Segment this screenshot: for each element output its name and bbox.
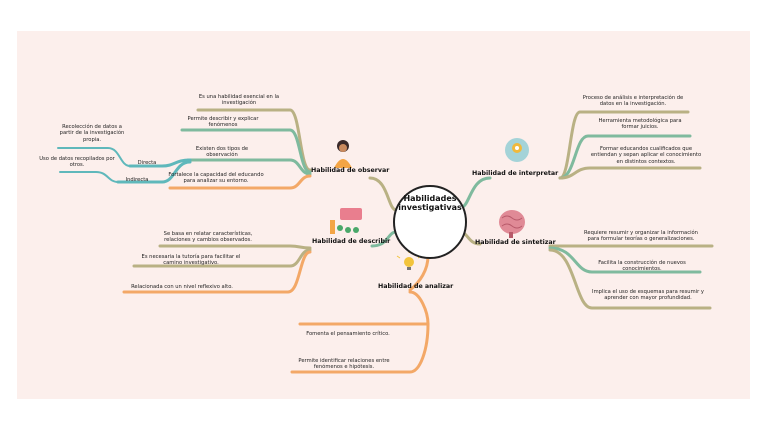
- observar-item-3: Existen dos tipos de observación: [195, 146, 249, 159]
- head-gear-icon: [505, 138, 529, 162]
- branch-title-interpretar: Habilidad de interpretar: [472, 170, 559, 177]
- branch-title-observar: Habilidad de observar: [311, 167, 390, 174]
- describir-item-1: Se basa en relatar características, rela…: [163, 231, 253, 244]
- sintetizar-item-2: Facilita la construcción de nuevos conoc…: [598, 260, 686, 273]
- central-topic-title: Habilidades investigativas: [398, 194, 462, 212]
- brain-icon: [499, 210, 525, 238]
- interpretar-item-1: Proceso de análisis e interpretación de …: [582, 95, 684, 108]
- describir-item-2: Es necesaria la tutoría para facilitar e…: [141, 254, 241, 267]
- branch-title-describir: Habilidad de describir: [312, 238, 391, 245]
- person-thinking-icon: [334, 140, 352, 168]
- observar-item-1: Es una habilidad esencial en la investig…: [198, 94, 280, 107]
- observar-tipo-indirecta: Indirecta: [125, 177, 149, 183]
- analizar-item-1: Fomenta el pensamiento crítico.: [306, 331, 390, 337]
- observar-tipo-directa: Directa: [137, 160, 157, 166]
- observar-item-2: Permite describir y explicar fenómenos: [187, 116, 259, 129]
- central-topic: Habilidades investigativas: [393, 185, 467, 259]
- interpretar-item-2: Herramienta metodológica para formar jui…: [598, 118, 682, 131]
- describir-item-3: Relacionada con un nivel reflexivo alto.: [131, 284, 233, 290]
- group-presentation-icon: [330, 208, 362, 234]
- branch-title-sintetizar: Habilidad de sintetizar: [475, 239, 556, 246]
- analizar-item-2: Permite identificar relaciones entre fen…: [298, 358, 390, 371]
- interpretar-item-3: Formar educandos cualificados que entien…: [590, 146, 702, 165]
- sintetizar-item-3: Implica el uso de esquemas para resumir …: [592, 289, 704, 302]
- branch-title-analizar: Habilidad de analizar: [378, 283, 454, 290]
- link-analizar: [408, 254, 430, 292]
- sintetizar-item-1: Requiere resumir y organizar la informac…: [584, 230, 698, 243]
- link-tipos: [128, 158, 192, 168]
- indirecta-description: Uso de datos recopilados por otros.: [39, 156, 115, 169]
- directa-description: Recolección de datos a partir de la inve…: [59, 124, 125, 143]
- observar-item-4: Fortalece la capacidad del educando para…: [168, 172, 264, 185]
